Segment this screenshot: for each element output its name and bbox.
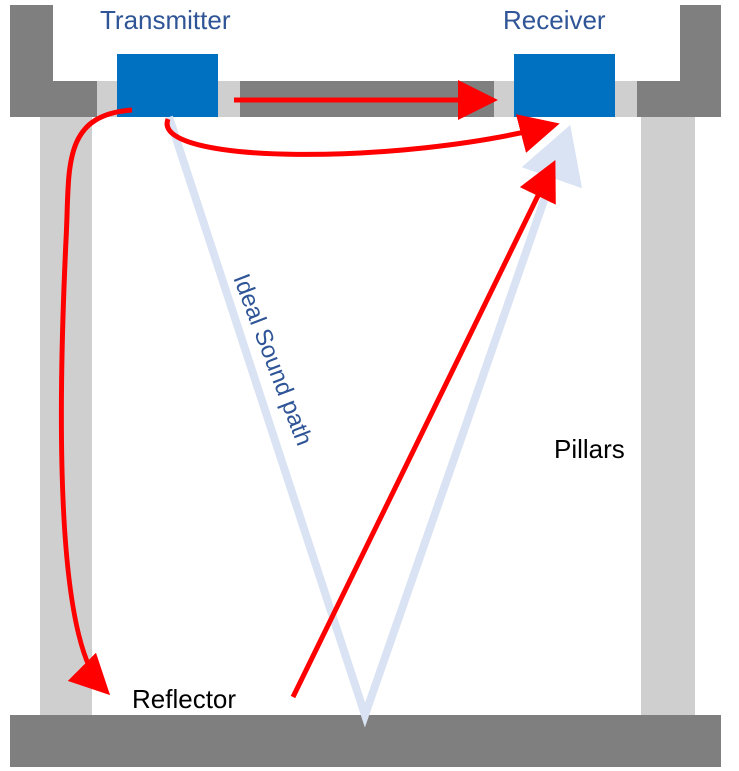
top-wall-right-segment [637, 81, 721, 117]
receiver-label: Receiver [503, 5, 606, 35]
top-spacer-mid-right [494, 81, 514, 117]
receiver-device [514, 54, 615, 117]
pillars-label: Pillars [554, 434, 625, 464]
transmitter-label: Transmitter [100, 5, 231, 35]
right-pillar [641, 117, 695, 717]
top-wall-left-segment [10, 81, 97, 117]
reflected-path-arrow [290, 160, 556, 699]
reflector-label: Reflector [132, 684, 237, 714]
transmitter-device [117, 54, 218, 117]
top-spacer-left [97, 81, 117, 117]
reflector-path-arrow [58, 107, 133, 696]
ideal-sound-path [165, 115, 583, 728]
top-spacer-mid-left [218, 81, 240, 117]
top-spacer-right [615, 81, 637, 117]
curved-path-arrow [164, 114, 560, 157]
